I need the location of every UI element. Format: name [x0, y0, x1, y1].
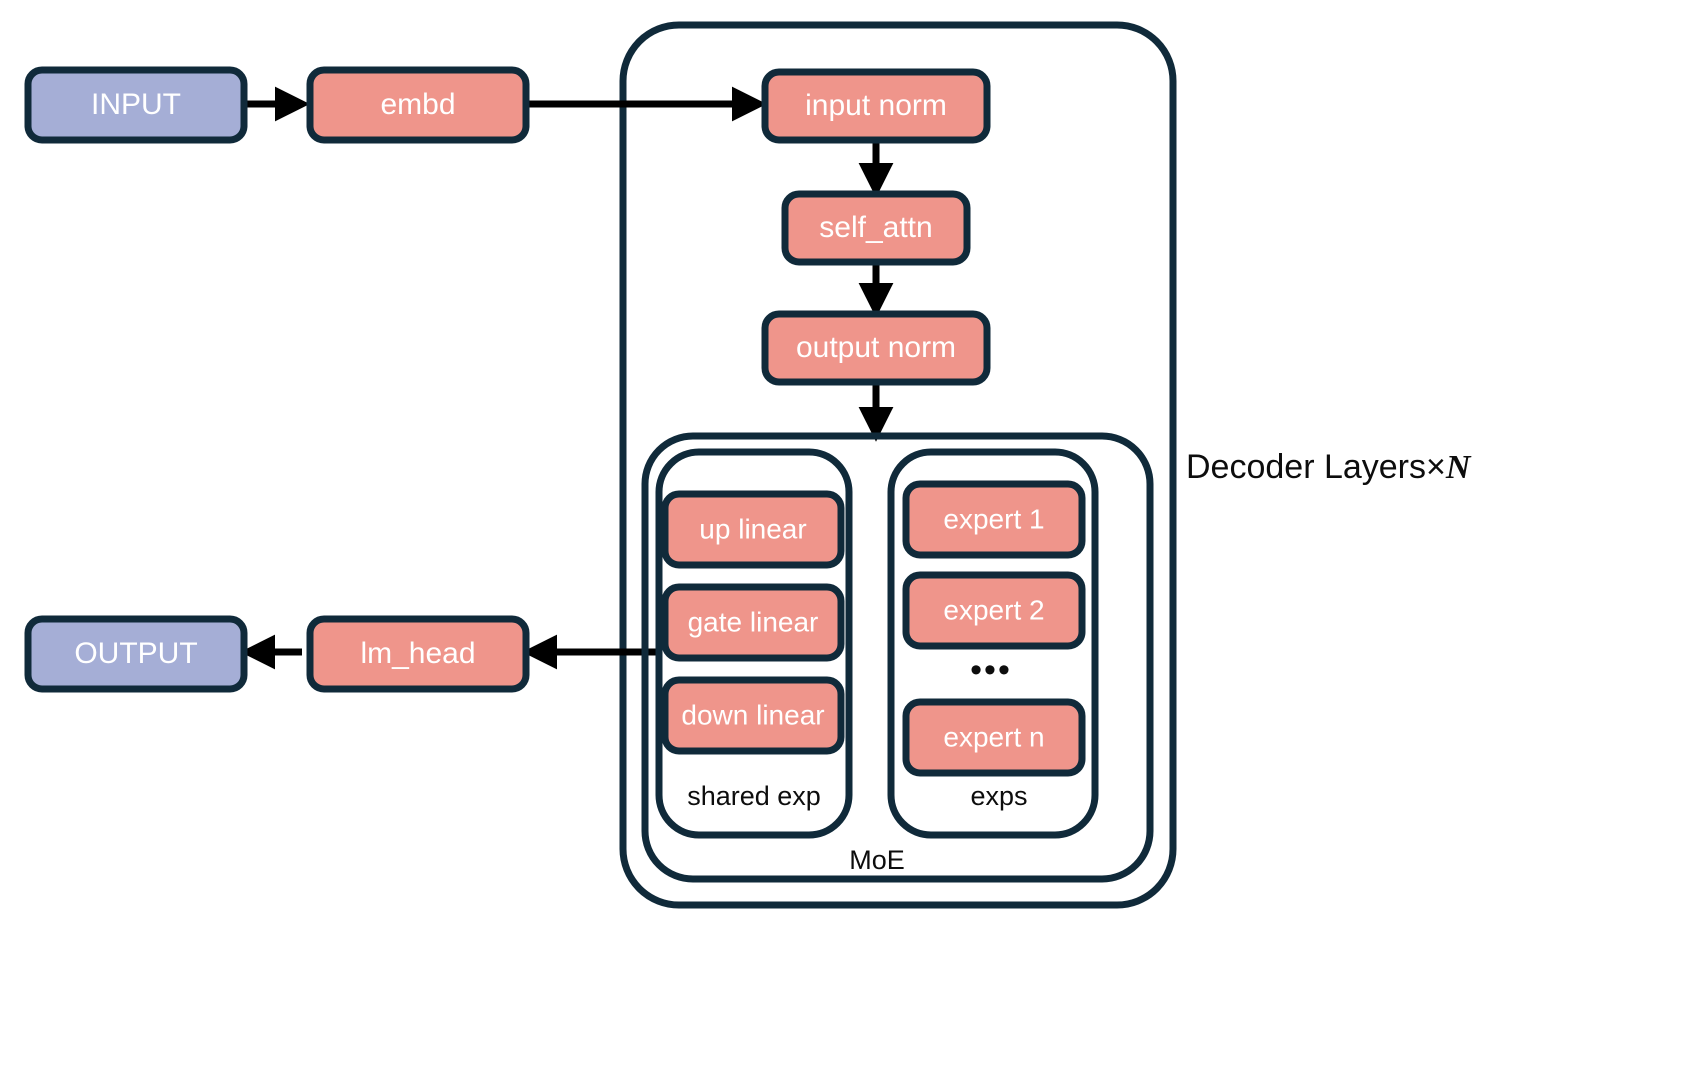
node-output[interactable] [24, 615, 248, 693]
node-up-linear-label: up linear [699, 513, 806, 544]
node-output-norm[interactable] [761, 310, 991, 386]
experts-ellipsis: ••• [970, 651, 1012, 689]
node-lm-head[interactable] [306, 615, 530, 693]
node-output-label: OUTPUT [74, 637, 197, 670]
decoder-layers-caption: Decoder Layers×N [1186, 448, 1470, 487]
node-lm-head-label: lm_head [360, 637, 475, 670]
node-up-linear[interactable] [661, 490, 845, 569]
node-input[interactable] [24, 66, 248, 144]
node-down-linear-label: down linear [681, 699, 824, 730]
node-output-norm-label: output norm [796, 331, 956, 364]
decoder-layers-caption-var: N [1445, 449, 1471, 486]
node-expert-2[interactable] [902, 571, 1086, 650]
node-expert-n-label: expert n [943, 721, 1044, 752]
group-exps [887, 448, 1099, 839]
node-embd[interactable] [306, 66, 530, 144]
group-exps-label: exps [970, 781, 1027, 811]
node-expert-2-label: expert 2 [943, 594, 1044, 625]
node-input-norm[interactable] [761, 68, 991, 144]
group-moe [641, 432, 1154, 883]
group-shared-exp-label: shared exp [687, 781, 821, 811]
node-embd-label: embd [380, 88, 455, 121]
decoder-layers-caption-text: Decoder Layers× [1186, 448, 1446, 486]
node-expert-1-label: expert 1 [943, 503, 1044, 534]
node-down-linear[interactable] [661, 676, 845, 755]
group-shared-exp [655, 448, 853, 839]
node-expert-n[interactable] [902, 698, 1086, 777]
node-self-attn[interactable] [781, 190, 971, 266]
node-input-norm-label: input norm [805, 89, 947, 122]
node-gate-linear[interactable] [661, 583, 845, 662]
node-input-label: INPUT [91, 88, 181, 121]
group-moe-label: MoE [849, 845, 905, 875]
node-gate-linear-label: gate linear [688, 606, 819, 637]
group-decoder-layers [619, 21, 1177, 909]
node-self-attn-label: self_attn [819, 211, 932, 244]
node-expert-1[interactable] [902, 480, 1086, 559]
